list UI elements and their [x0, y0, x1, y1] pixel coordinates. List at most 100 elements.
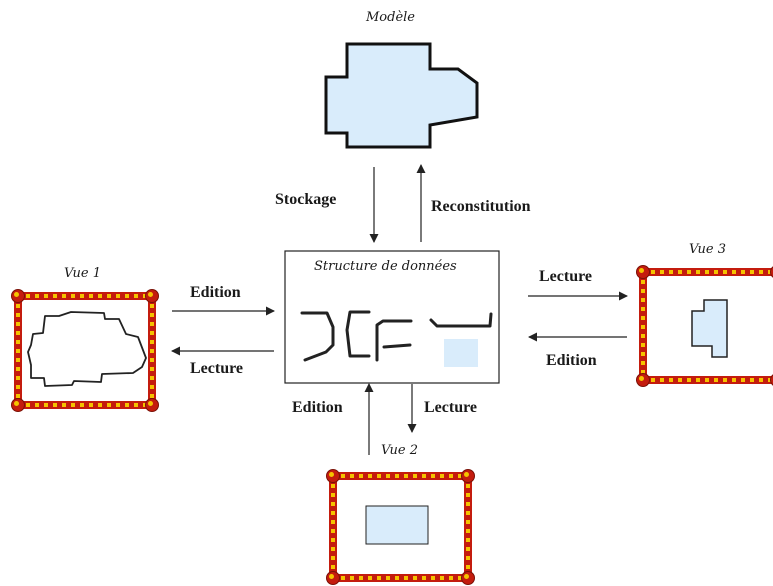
- frame-light: [669, 378, 673, 382]
- frame-light: [422, 576, 426, 580]
- frame-corner-highlight: [329, 472, 334, 477]
- frame-light: [651, 270, 655, 274]
- frame-light: [35, 294, 39, 298]
- fragment-block: [444, 339, 478, 367]
- frame-light: [134, 403, 138, 407]
- frame-corner-highlight: [148, 292, 153, 297]
- frame-light: [150, 394, 154, 398]
- frame-light: [377, 576, 381, 580]
- frame-light: [660, 378, 664, 382]
- frame-light: [359, 576, 363, 580]
- frame-light: [98, 403, 102, 407]
- frame-light: [732, 378, 736, 382]
- frame-light: [16, 322, 20, 326]
- frame-light: [440, 576, 444, 580]
- frame-light: [714, 270, 718, 274]
- frame-light: [150, 358, 154, 362]
- frame-light: [16, 349, 20, 353]
- frame-light: [150, 349, 154, 353]
- frame-light: [458, 576, 462, 580]
- structure-title: Structure de données: [314, 259, 457, 274]
- view2-frame: [326, 469, 475, 585]
- frame-light: [80, 403, 84, 407]
- frame-light: [660, 270, 664, 274]
- frame-light: [404, 576, 408, 580]
- frame-light: [741, 378, 745, 382]
- frame-light: [669, 270, 673, 274]
- frame-light: [35, 403, 39, 407]
- view2-edition-label: Edition: [292, 399, 343, 416]
- view1-lecture-label: Lecture: [190, 360, 244, 377]
- frame-light: [16, 358, 20, 362]
- frame-light: [150, 367, 154, 371]
- frame-light: [150, 376, 154, 380]
- frame-light: [449, 474, 453, 478]
- frame-light: [431, 474, 435, 478]
- frame-light: [466, 556, 470, 560]
- frame-corner-bulb: [770, 266, 773, 278]
- frame-light: [150, 322, 154, 326]
- frame-light: [641, 343, 645, 347]
- frame-light: [150, 313, 154, 317]
- view3-shape: [691, 299, 728, 358]
- frame-light: [26, 294, 30, 298]
- frame-light: [377, 474, 381, 478]
- frame-light: [368, 474, 372, 478]
- frame-light: [386, 576, 390, 580]
- frame-light: [331, 511, 335, 515]
- frame-light: [466, 511, 470, 515]
- frame-light: [449, 576, 453, 580]
- frame-light: [331, 484, 335, 488]
- frame-light: [125, 294, 129, 298]
- fragment-right: [429, 312, 493, 328]
- frame-light: [431, 576, 435, 580]
- frame-light: [641, 289, 645, 293]
- frame-light: [641, 298, 645, 302]
- frame-corner-highlight: [14, 401, 19, 406]
- frame-light: [759, 378, 763, 382]
- frame-light: [16, 313, 20, 317]
- frame-light: [16, 394, 20, 398]
- frame-light: [741, 270, 745, 274]
- frame-light: [651, 378, 655, 382]
- frame-light: [16, 304, 20, 308]
- view3-edition-label: Edition: [546, 352, 597, 369]
- frame-corner-highlight: [464, 472, 469, 477]
- frame-light: [466, 565, 470, 569]
- frame-light: [150, 304, 154, 308]
- fragment-bracket: [345, 310, 371, 358]
- frame-light: [705, 270, 709, 274]
- frame-light: [125, 403, 129, 407]
- frame-light: [641, 325, 645, 329]
- view3-title: Vue 3: [689, 242, 727, 257]
- frame-light: [696, 378, 700, 382]
- frame-light: [395, 474, 399, 478]
- frame-light: [89, 294, 93, 298]
- frame-light: [687, 270, 691, 274]
- fragment-top: [375, 319, 413, 362]
- frame-light: [331, 547, 335, 551]
- frame-light: [341, 576, 345, 580]
- reconstitution-label: Reconstitution: [431, 198, 531, 215]
- frame-light: [641, 316, 645, 320]
- frame-corner-bulb: [770, 374, 773, 386]
- frame-light: [641, 361, 645, 365]
- view2-shape: [365, 505, 429, 545]
- frame-light: [107, 294, 111, 298]
- view1-title: Vue 1: [64, 266, 102, 281]
- frame-light: [732, 270, 736, 274]
- frame-light: [89, 403, 93, 407]
- frame-light: [359, 474, 363, 478]
- frame-border: [14, 292, 156, 300]
- frame-light: [466, 484, 470, 488]
- stockage-label: Stockage: [275, 191, 337, 208]
- frame-light: [678, 270, 682, 274]
- frame-light: [71, 294, 75, 298]
- frame-light: [331, 520, 335, 524]
- frame-light: [395, 576, 399, 580]
- frame-light: [331, 565, 335, 569]
- frame-light: [641, 280, 645, 284]
- frame-light: [150, 331, 154, 335]
- frame-border: [464, 472, 472, 582]
